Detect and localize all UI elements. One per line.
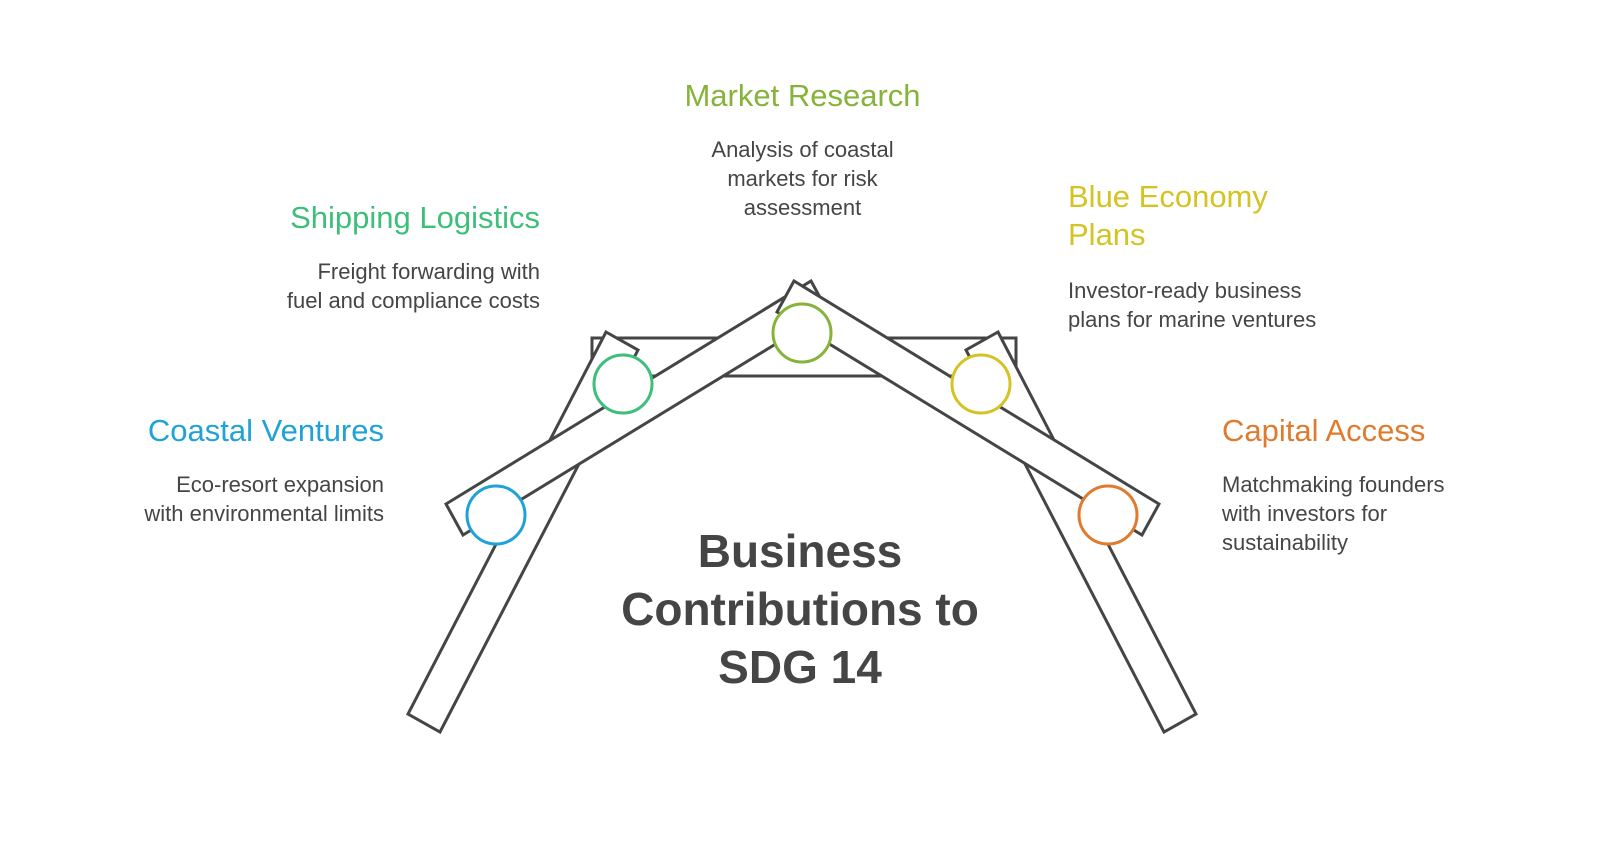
- node-coastal-ventures: [465, 484, 527, 546]
- capital-access-desc: Matchmaking founders with investors for …: [1222, 472, 1445, 555]
- shipping-logistics-desc: Freight forwarding with fuel and complia…: [286, 259, 540, 313]
- shipping-logistics-title: Shipping Logistics: [290, 200, 540, 235]
- blue-economy-desc: Investor-ready business plans for marine…: [1068, 278, 1317, 332]
- node-blue-economy: [950, 353, 1012, 415]
- node-capital-access: [1077, 484, 1139, 546]
- market-research-desc: Analysis of coastal markets for risk ass…: [711, 137, 894, 220]
- node-market-research: [771, 302, 833, 364]
- capital-access-title: Capital Access: [1222, 413, 1426, 448]
- coastal-ventures-desc: Eco-resort expansion with environmental …: [144, 472, 384, 526]
- diagram-title: Business Contributions to SDG 14: [621, 525, 979, 693]
- node-shipping-logistics: [592, 353, 654, 415]
- coastal-ventures-title: Coastal Ventures: [147, 413, 384, 448]
- market-research-title: Market Research: [684, 78, 921, 113]
- blue-economy-title: Blue Economy Plans: [1068, 179, 1268, 252]
